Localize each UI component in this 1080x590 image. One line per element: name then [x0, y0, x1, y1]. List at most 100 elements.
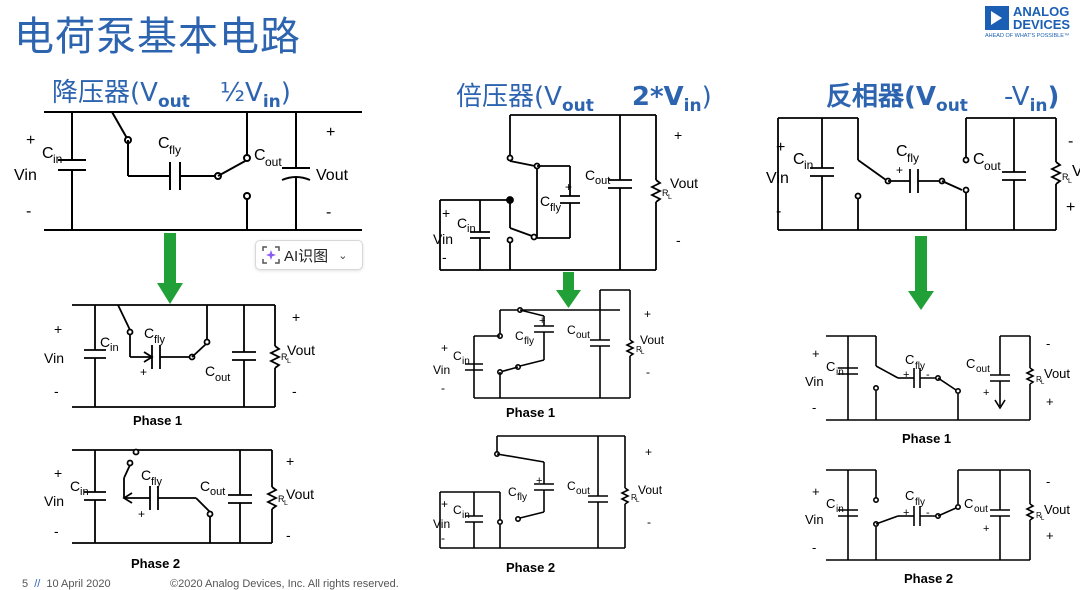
svg-text:R: R	[1036, 375, 1042, 384]
svg-text:-: -	[54, 523, 59, 539]
svg-text:in: in	[836, 504, 844, 515]
svg-text:Vin: Vin	[805, 374, 824, 389]
svg-text:-: -	[26, 203, 31, 220]
svg-text:V: V	[1072, 163, 1080, 180]
svg-text:Vin: Vin	[433, 517, 450, 531]
buck-phase2-label: Phase 2	[131, 556, 180, 571]
footer-copyright: ©2020 Analog Devices, Inc. All rights re…	[170, 578, 399, 590]
chevron-down-icon[interactable]: ⌄	[338, 249, 348, 262]
svg-text:Vin: Vin	[433, 231, 453, 247]
svg-text:C: C	[826, 359, 835, 374]
svg-text:C: C	[540, 193, 550, 209]
svg-text:R: R	[662, 188, 669, 198]
svg-text:in: in	[110, 342, 119, 354]
svg-text:L: L	[1041, 380, 1045, 386]
doubler-phase1-label: Phase 1	[506, 405, 555, 420]
inverter-down-arrow	[908, 236, 934, 310]
page-title: 电荷泵基本电路	[14, 14, 301, 60]
svg-text:C: C	[453, 349, 462, 363]
svg-text:Vin: Vin	[44, 493, 64, 509]
svg-text:+: +	[812, 484, 820, 499]
svg-text:Vout: Vout	[287, 342, 315, 358]
svg-text:+: +	[54, 465, 62, 481]
svg-text:+: +	[441, 341, 448, 355]
ai-scan-icon	[262, 246, 280, 264]
svg-text:+: +	[983, 387, 989, 399]
svg-text:+: +	[776, 139, 785, 156]
svg-text:+: +	[645, 445, 652, 459]
svg-text:-: -	[1068, 133, 1073, 150]
svg-text:in: in	[462, 510, 470, 521]
svg-text:-: -	[646, 365, 650, 379]
svg-text:C: C	[964, 496, 973, 511]
svg-text:out: out	[210, 486, 225, 498]
footer-separator: //	[34, 578, 41, 590]
svg-text:out: out	[576, 330, 590, 341]
svg-text:R: R	[1036, 511, 1042, 520]
svg-text:-: -	[676, 232, 681, 248]
svg-text:C: C	[200, 478, 210, 494]
svg-text:C: C	[144, 325, 154, 341]
svg-text:+: +	[138, 507, 145, 521]
logo-line1: ANALOG	[1013, 4, 1070, 19]
svg-text:C: C	[896, 143, 908, 160]
svg-text:Vout: Vout	[670, 175, 698, 191]
ai-recognize-button[interactable]: AI识图 ⌄	[255, 240, 363, 270]
svg-text:+: +	[286, 453, 294, 469]
svg-text:Vin: Vin	[14, 167, 37, 184]
svg-text:-: -	[776, 203, 781, 220]
svg-text:C: C	[100, 334, 110, 350]
svg-text:-: -	[292, 383, 297, 399]
svg-text:L: L	[1041, 516, 1045, 522]
svg-text:+: +	[812, 346, 820, 361]
svg-text:R: R	[1062, 172, 1069, 182]
svg-text:C: C	[793, 151, 805, 168]
svg-text:fly: fly	[915, 361, 925, 372]
svg-text:Vin: Vin	[766, 170, 789, 187]
svg-text:+: +	[26, 132, 35, 149]
svg-text:L: L	[1068, 178, 1072, 185]
svg-text:C: C	[453, 503, 462, 517]
svg-text:L: L	[636, 498, 640, 504]
svg-text:out: out	[974, 504, 988, 515]
svg-text:R: R	[636, 345, 642, 354]
svg-text:fly: fly	[550, 202, 562, 214]
svg-text:+: +	[539, 315, 545, 327]
svg-text:fly: fly	[524, 336, 534, 347]
svg-text:C: C	[973, 151, 985, 168]
svg-text:C: C	[205, 363, 215, 379]
svg-text:-: -	[1046, 336, 1050, 351]
svg-text:+: +	[565, 180, 572, 194]
footer-date: 10 April 2020	[46, 578, 111, 590]
svg-text:Vin: Vin	[805, 512, 824, 527]
svg-text:+: +	[1046, 394, 1054, 409]
svg-text:+: +	[1046, 528, 1054, 543]
svg-text:fly: fly	[907, 151, 919, 165]
svg-text:Vout: Vout	[1044, 502, 1070, 517]
svg-text:C: C	[585, 167, 595, 183]
svg-text:out: out	[595, 175, 610, 187]
svg-text:C: C	[515, 329, 524, 343]
svg-text:L: L	[287, 358, 291, 365]
ai-button-label: AI识图	[284, 247, 329, 265]
svg-text:in: in	[836, 367, 844, 378]
svg-text:C: C	[567, 323, 576, 337]
svg-text:+: +	[674, 127, 682, 143]
svg-text:out: out	[976, 364, 990, 375]
svg-text:+: +	[896, 163, 903, 177]
footer-page-info: 5 // 10 April 2020	[22, 578, 111, 590]
inverter-phase1-label: Phase 1	[902, 431, 951, 446]
svg-text:C: C	[905, 488, 914, 503]
svg-text:-: -	[1046, 474, 1050, 489]
svg-text:-: -	[441, 531, 445, 545]
svg-text:out: out	[215, 372, 230, 384]
svg-text:out: out	[576, 486, 590, 497]
svg-text:-: -	[812, 400, 816, 415]
